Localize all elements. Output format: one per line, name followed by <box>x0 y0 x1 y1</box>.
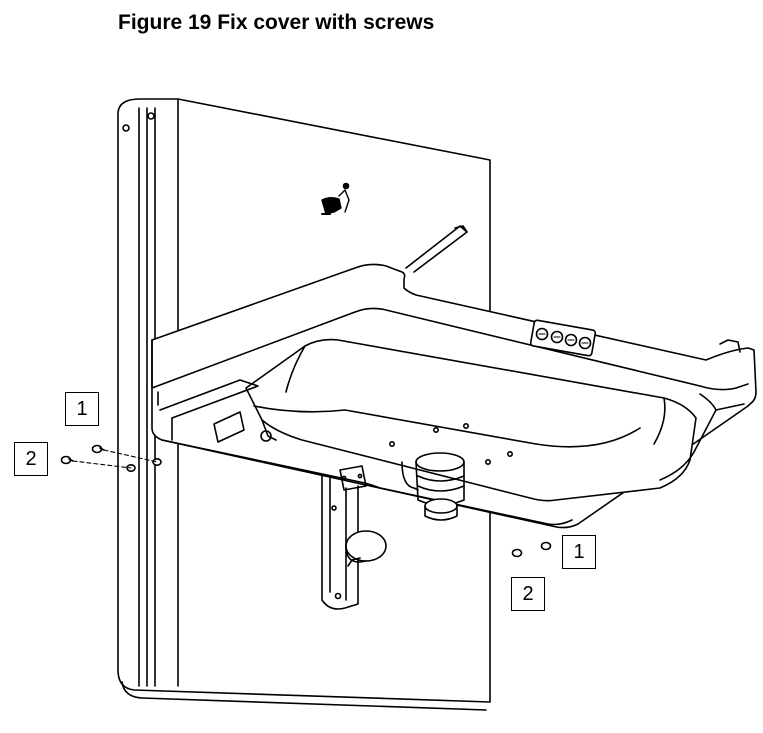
drain-pipe <box>321 469 387 610</box>
figure-caption: Figure 19 Fix cover with screws <box>118 11 435 34</box>
control-buttons <box>529 319 597 357</box>
person-with-sink-pictogram-icon <box>321 182 350 215</box>
left-screws <box>60 444 162 472</box>
support-strut <box>405 225 468 273</box>
callout-1-left: 1 <box>65 392 99 426</box>
callout-2-right: 2 <box>511 577 545 611</box>
callout-1-right: 1 <box>562 535 596 569</box>
screw-icon <box>91 444 105 454</box>
screw-icon <box>511 548 523 558</box>
washer-icon <box>152 457 162 466</box>
basin <box>151 263 757 529</box>
screw-icon <box>540 541 552 551</box>
callout-2-left: 2 <box>14 442 48 476</box>
right-screws <box>511 541 552 558</box>
screw-icon <box>60 455 74 465</box>
drain-fitting <box>401 452 465 521</box>
